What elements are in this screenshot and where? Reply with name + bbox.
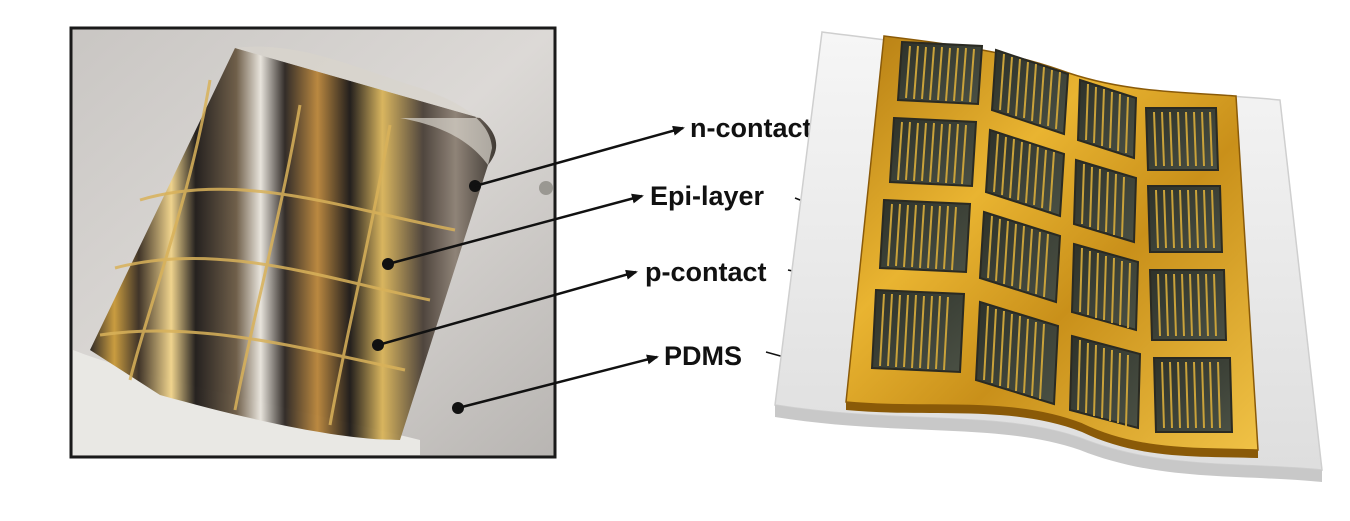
pdms-arrow — [457, 354, 659, 410]
cell — [990, 48, 1070, 136]
device-photo — [69, 26, 557, 459]
cell — [1070, 242, 1140, 332]
p-contact-label: p-contact — [645, 257, 767, 287]
cell — [984, 128, 1066, 218]
cell — [1144, 107, 1220, 171]
callout-arrows — [377, 125, 685, 410]
cell — [1068, 334, 1142, 430]
cell — [1146, 185, 1224, 253]
cell — [1148, 269, 1228, 341]
cell — [888, 116, 978, 188]
pdms-label: PDMS — [664, 341, 742, 371]
n-contact-label: n-contact — [690, 113, 812, 143]
cell — [896, 40, 984, 106]
epi-layer-label: Epi-layer — [650, 181, 765, 211]
p-contact-arrow — [377, 269, 638, 347]
epi-layer-arrow — [387, 193, 644, 266]
cell — [878, 198, 972, 274]
cell — [978, 210, 1062, 304]
cell — [870, 288, 966, 374]
n-contact-arrow — [474, 125, 685, 188]
cell — [974, 300, 1060, 406]
cell — [1072, 158, 1138, 244]
device-schematic — [774, 31, 1323, 482]
cell — [1152, 357, 1234, 433]
cell-grid — [870, 40, 1234, 433]
rolled-device — [90, 48, 497, 440]
cell — [1076, 78, 1138, 160]
